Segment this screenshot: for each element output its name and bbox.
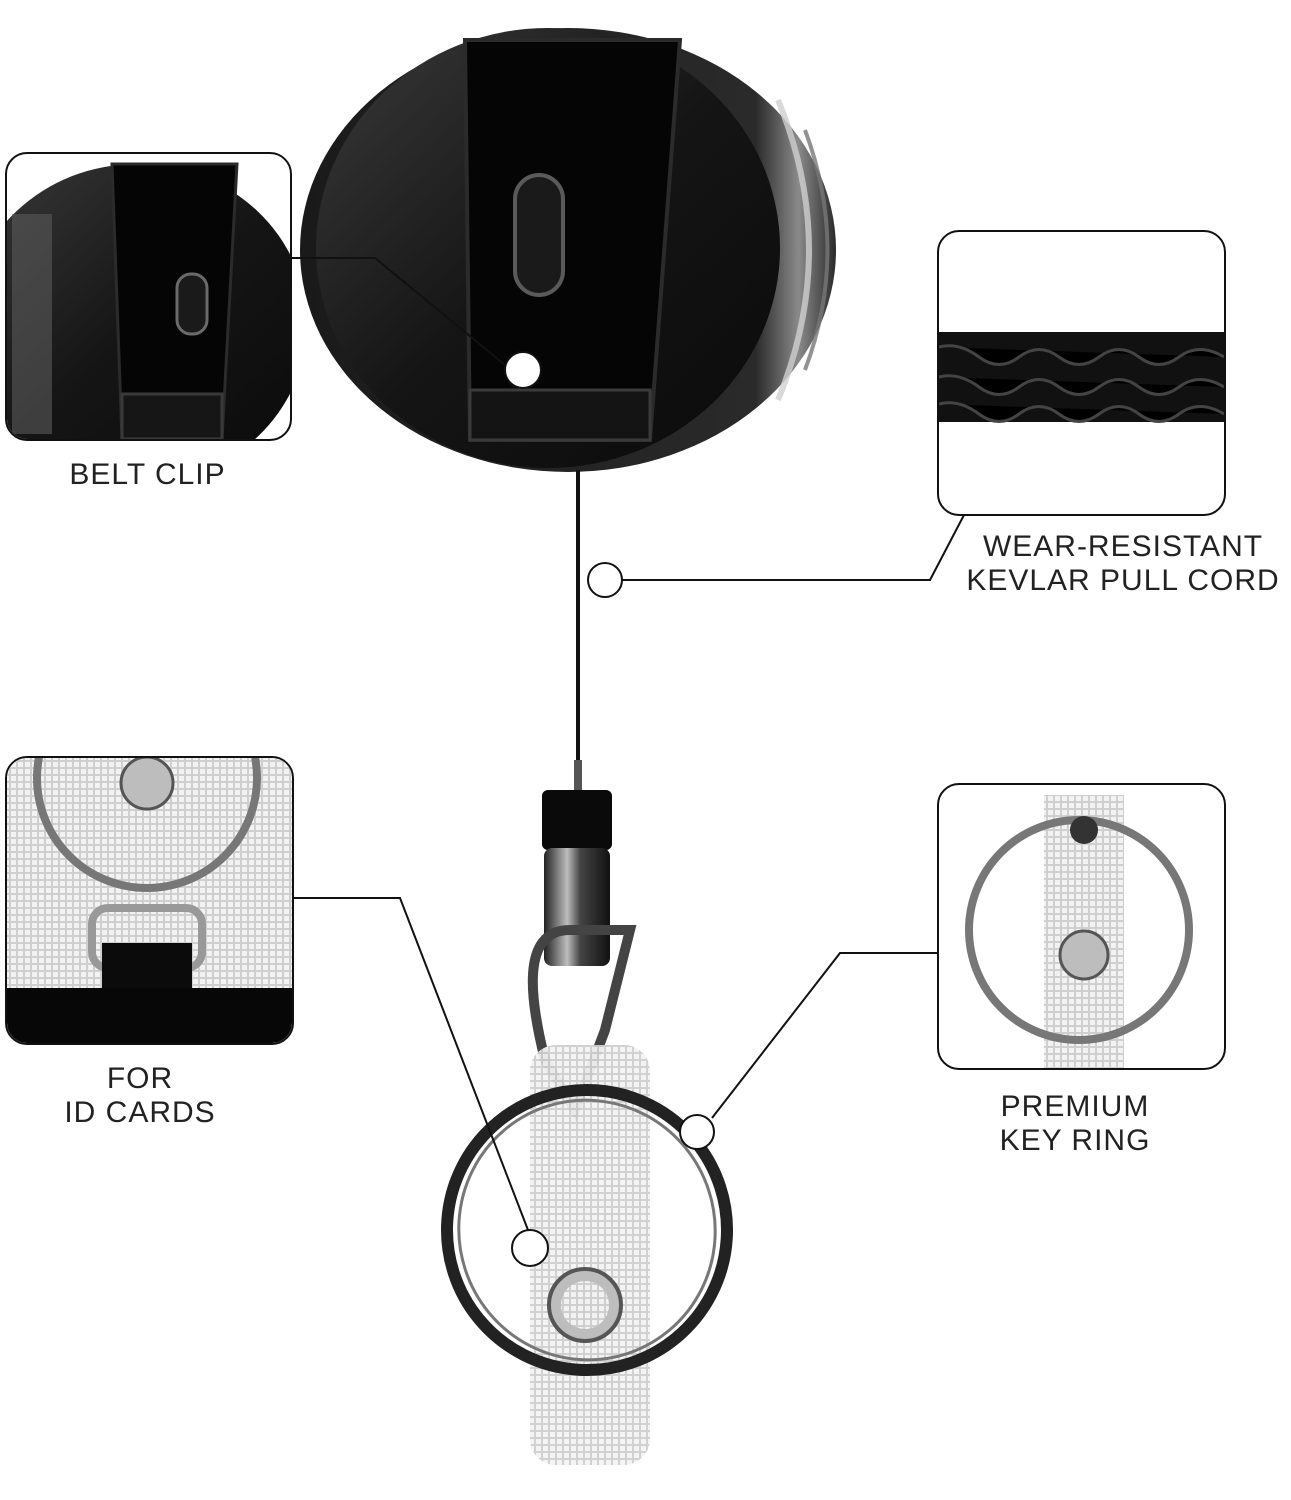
caption-ring-line1: PREMIUM <box>1000 1090 1150 1123</box>
caption-kevlar-line1: WEAR-RESISTANT <box>982 530 1264 563</box>
inset-belt-clip <box>5 152 292 441</box>
inset-kevlar-cord <box>937 230 1226 516</box>
cord-connector <box>542 790 612 966</box>
inset-key-ring <box>937 783 1226 1070</box>
caption-key-ring: PREMIUM KEY RING <box>965 1090 1185 1158</box>
caption-belt-clip: BELT CLIP <box>69 458 226 491</box>
caption-kevlar-cord: WEAR-RESISTANT KEVLAR PULL CORD <box>955 530 1291 598</box>
caption-id-line2: ID CARDS <box>64 1096 216 1129</box>
caption-id-cards: FOR ID CARDS <box>30 1062 250 1130</box>
caption-id-line1: FOR <box>106 1062 174 1095</box>
cord-spring <box>574 760 582 790</box>
split-key-ring <box>441 1084 733 1376</box>
inset-id-cards <box>5 756 294 1045</box>
callout-lines <box>290 257 965 1267</box>
belt-clip <box>462 38 683 442</box>
caption-ring-line2: KEY RING <box>999 1124 1151 1157</box>
caption-kevlar-line2: KEVLAR PULL CORD <box>966 564 1280 597</box>
